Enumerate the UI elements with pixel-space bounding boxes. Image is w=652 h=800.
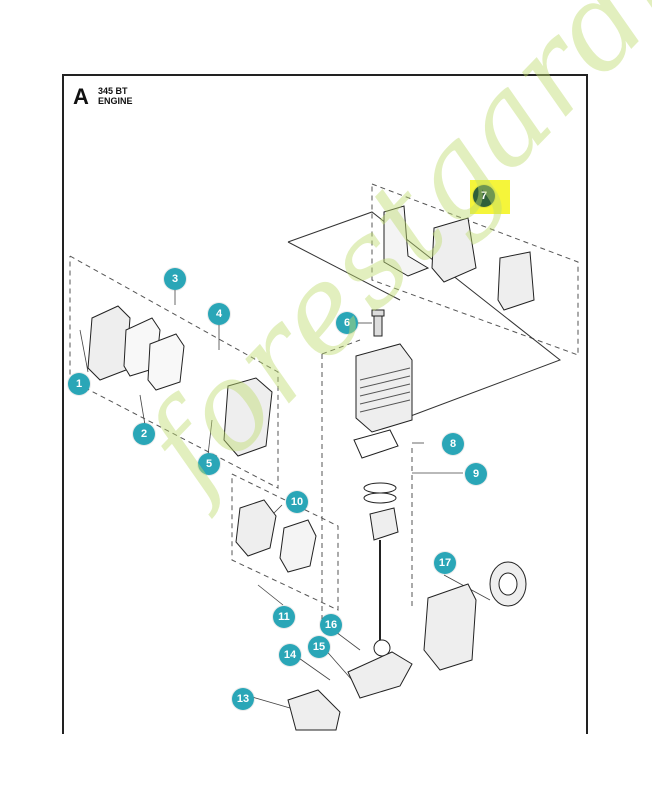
section-name: ENGINE [98, 96, 133, 106]
model-name: 345 BT [98, 86, 128, 96]
callout-14[interactable]: 14 [279, 644, 301, 666]
diagram-frame [62, 74, 588, 734]
callout-13[interactable]: 13 [232, 688, 254, 710]
callout-4[interactable]: 4 [208, 303, 230, 325]
callout-15[interactable]: 15 [308, 636, 330, 658]
callout-11[interactable]: 11 [273, 606, 295, 628]
callout-5[interactable]: 5 [198, 453, 220, 475]
callout-2[interactable]: 2 [133, 423, 155, 445]
callout-17[interactable]: 17 [434, 552, 456, 574]
callout-16[interactable]: 16 [320, 614, 342, 636]
callout-7[interactable]: 7 [473, 185, 495, 207]
callout-3[interactable]: 3 [164, 268, 186, 290]
callout-8[interactable]: 8 [442, 433, 464, 455]
section-letter: A [73, 84, 89, 109]
callout-10[interactable]: 10 [286, 491, 308, 513]
callout-1[interactable]: 1 [68, 373, 90, 395]
callout-6[interactable]: 6 [336, 312, 358, 334]
callout-9[interactable]: 9 [465, 463, 487, 485]
